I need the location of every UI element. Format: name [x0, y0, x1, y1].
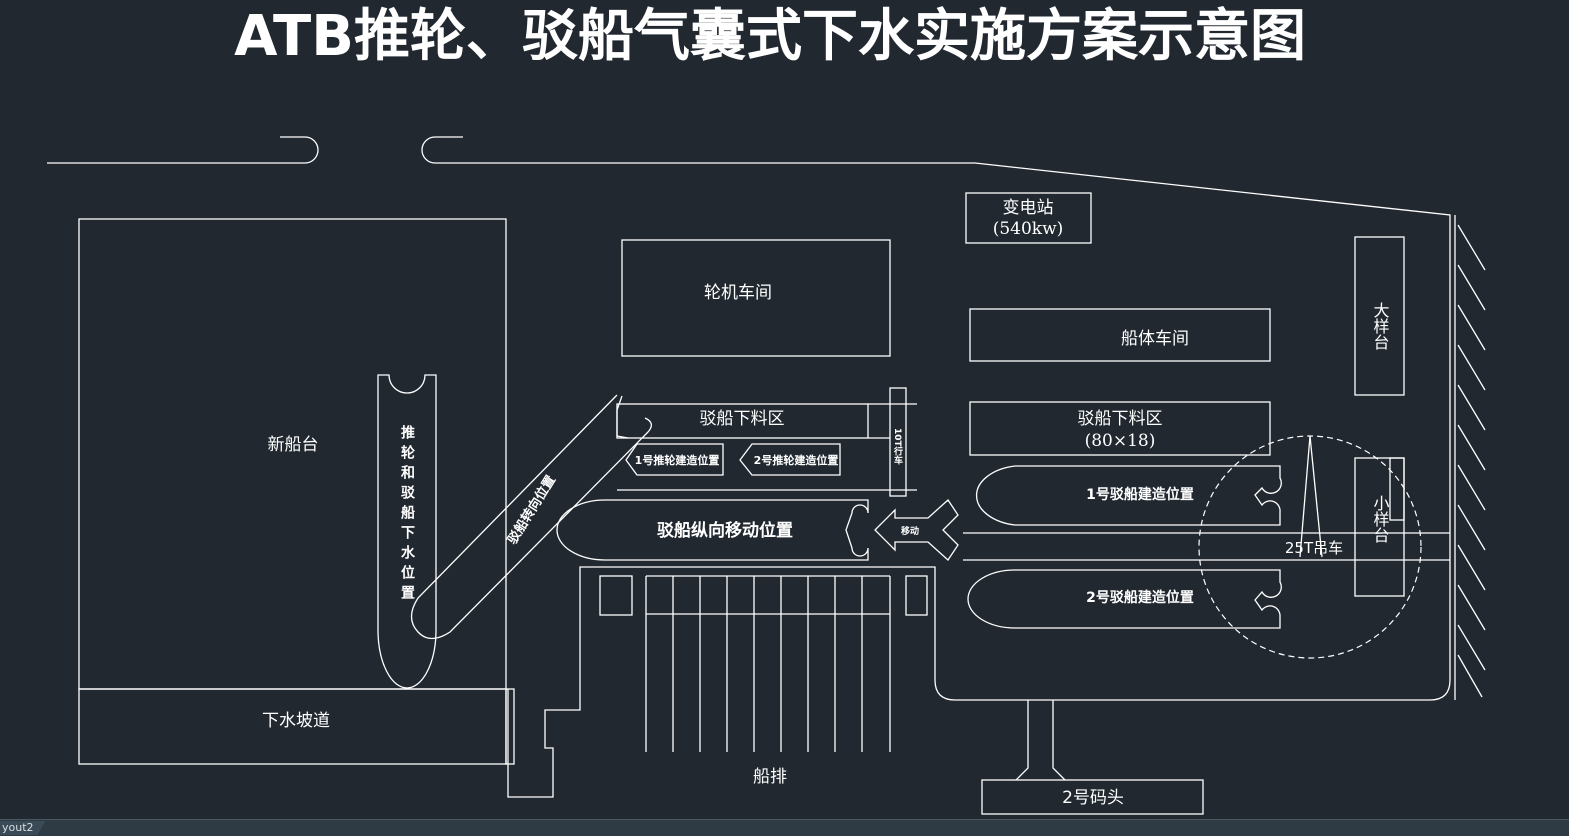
layout-tab-bar: yout2 — [0, 819, 1569, 836]
launch-slope-label: 下水坡道 — [262, 711, 330, 731]
wharf-2-label: 2号码头 — [1062, 788, 1124, 808]
quay-wall-hatch — [1454, 215, 1486, 700]
launch-position-label: 推轮和驳船下水位置 — [399, 424, 415, 605]
barge-turn-channel: 驳船转向位置 — [410, 394, 652, 640]
new-berth: 新船台 — [78, 218, 507, 690]
diagram-title: ATB推轮、驳船气囊式下水实施方案示意图 — [234, 4, 1306, 69]
big-sample-table-label: 大样台 — [1371, 302, 1390, 350]
barge-build-2-label: 2号驳船建造位置 — [1086, 589, 1194, 606]
barge-cutting-area-2-size: (80×18) — [1085, 431, 1156, 451]
barge-turn-label: 驳船转向位置 — [504, 473, 559, 548]
site-boundary — [47, 136, 1451, 798]
big-sample-table: 大样台 — [1354, 236, 1405, 396]
turbine-workshop: 轮机车间 — [621, 239, 891, 357]
barge-longitudinal-move: 驳船纵向移动位置 — [556, 499, 869, 561]
barge-cutting-area-1-label: 驳船下料区 — [700, 409, 785, 429]
new-berth-label: 新船台 — [268, 435, 319, 455]
substation-name: 变电站 — [1003, 198, 1054, 218]
barge-cutting-area-2-label: 驳船下料区 — [1078, 409, 1163, 429]
gantry-10t-label: 10T行车 — [892, 428, 904, 466]
wharf-2: 2号码头 — [981, 779, 1204, 815]
barge-build-2: 2号驳船建造位置 — [967, 569, 1282, 629]
rail-lines — [617, 403, 1450, 561]
launch-position: 推轮和驳船下水位置 — [377, 374, 437, 689]
tab-layout2[interactable]: yout2 — [0, 821, 46, 835]
barge-cutting-area-2: 驳船下料区 (80×18) — [969, 401, 1271, 456]
barge-longitudinal-move-label: 驳船纵向移动位置 — [657, 520, 793, 541]
barge-build-1-label: 1号驳船建造位置 — [1086, 486, 1194, 503]
slipway-label: 船排 — [753, 767, 787, 787]
turbine-workshop-label: 轮机车间 — [704, 283, 772, 303]
pushboat-build-1: 1号推轮建造位置 — [625, 443, 724, 476]
substation: 变电站 (540kw) — [965, 192, 1092, 244]
pushboat-build-1-label: 1号推轮建造位置 — [635, 453, 720, 467]
hull-workshop: 船体车间 — [969, 308, 1271, 362]
pushboat-build-2: 2号推轮建造位置 — [739, 443, 841, 476]
barge-cutting-area-1: 驳船下料区 — [616, 403, 869, 439]
move-arrow-label: 移动 — [901, 525, 919, 537]
gantry-10t: 10T行车 — [889, 387, 907, 497]
small-sample-table: 小样台 — [1354, 457, 1405, 597]
hull-workshop-label: 船体车间 — [1121, 329, 1189, 349]
crane-25t: 25T吊车 — [1198, 435, 1422, 659]
pushboat-build-2-label: 2号推轮建造位置 — [754, 453, 839, 467]
slipway: 船排 — [599, 575, 928, 787]
substation-power: (540kw) — [993, 219, 1064, 239]
crane-25t-label: 25T吊车 — [1285, 539, 1343, 557]
launch-slope: 下水坡道 — [78, 688, 515, 765]
small-sample-table-label: 小样台 — [1371, 495, 1390, 543]
barge-build-1: 1号驳船建造位置 — [975, 465, 1282, 526]
move-arrow: 移动 — [874, 499, 959, 561]
